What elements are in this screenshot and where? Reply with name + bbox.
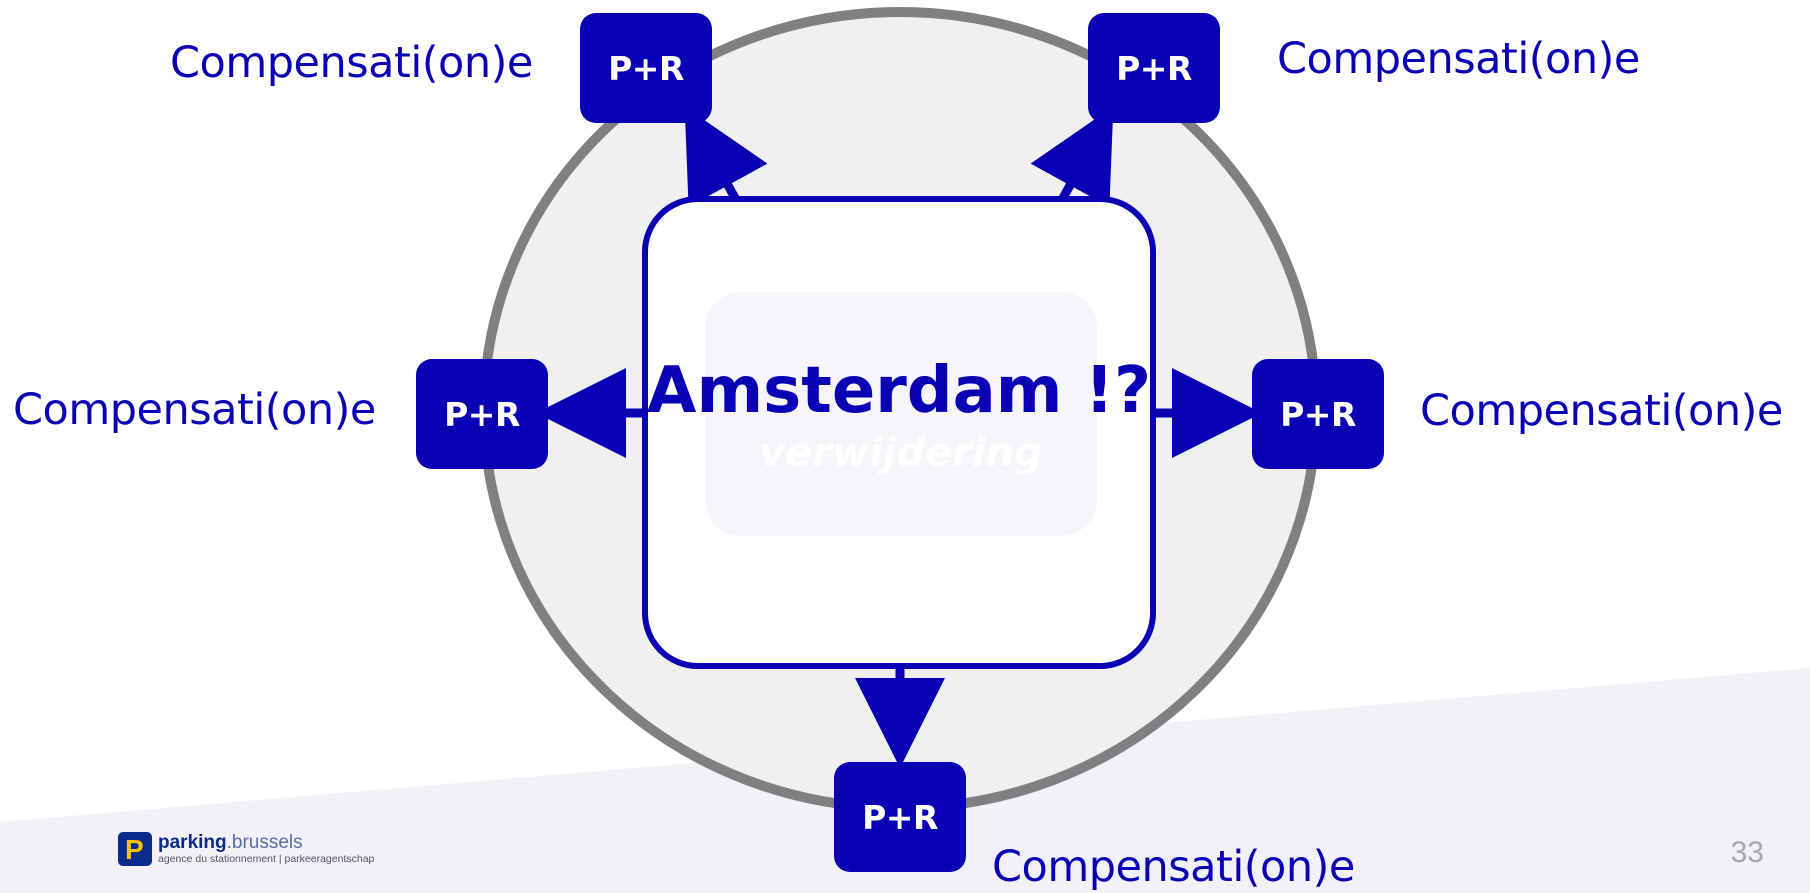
logo-name-bold: parking	[158, 832, 227, 853]
arrow-top-left	[684, 106, 768, 208]
arrow-top-right	[1030, 106, 1114, 208]
logo-text: parking.brussels agence du stationnement…	[158, 833, 375, 866]
logo-mark-letter: P	[125, 834, 144, 865]
page-number: 33	[1730, 836, 1764, 869]
pr-box-top-right: P+R	[1088, 13, 1220, 123]
ghost-box	[705, 292, 1097, 536]
label-right: Compensati(on)e	[1420, 386, 1783, 436]
pr-box-top-left: P+R	[580, 13, 712, 123]
logo-mark: P	[118, 832, 152, 866]
parking-brussels-logo: P parking.brussels agence du stationneme…	[118, 832, 374, 866]
pr-box-bottom: P+R	[834, 762, 966, 872]
logo-name-light: .brussels	[226, 832, 303, 853]
label-bottom: Compensati(on)e	[992, 842, 1355, 892]
logo-name: parking.brussels	[158, 833, 374, 853]
label-top-right: Compensati(on)e	[1277, 34, 1640, 84]
center-title: Amsterdam !?	[646, 354, 1152, 428]
pr-box-left: P+R	[416, 359, 548, 469]
label-top-left: Compensati(on)e	[170, 38, 533, 88]
pr-box-right: P+R	[1252, 359, 1384, 469]
ghost-text: verwijdering	[759, 430, 1043, 476]
label-left: Compensati(on)e	[13, 385, 376, 435]
logo-subtitle: agence du stationnement | parkeeragentsc…	[158, 853, 375, 865]
